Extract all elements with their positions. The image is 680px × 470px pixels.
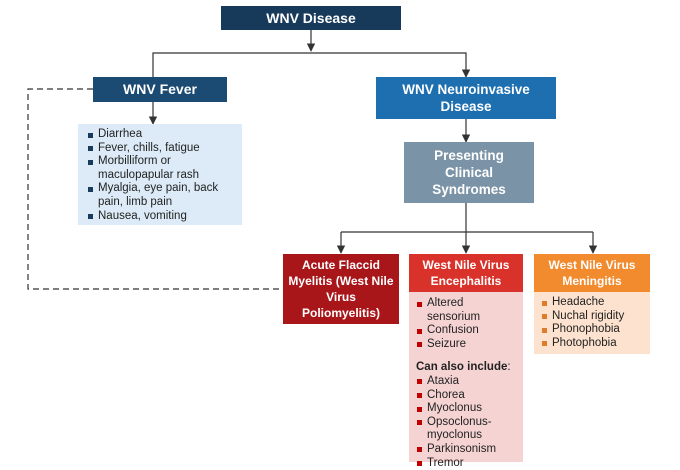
list-item: Headache — [541, 296, 646, 310]
list-item: Parkinsonism — [416, 443, 519, 457]
list-item: Myalgia, eye pain, back pain, limb pain — [87, 182, 236, 209]
list-item: Myoclonus — [416, 402, 519, 416]
list-item: Diarrhea — [87, 128, 236, 142]
root-node-wnv-disease: WNV Disease — [221, 6, 401, 30]
list-item: Phonophobia — [541, 323, 646, 337]
list-item: Ataxia — [416, 375, 519, 389]
list-item: Confusion — [416, 324, 519, 338]
list-item: Morbilliform or maculopapular rash — [87, 155, 236, 182]
list-item: Altered sensorium — [416, 297, 519, 324]
list-item: Opsoclonus-myoclonus — [416, 416, 519, 443]
node-presenting-clinical-syndromes: Presenting Clinical Syndromes — [404, 142, 534, 203]
node-acute-flaccid-myelitis: Acute Flaccid Myelitis (West Nile Virus … — [283, 254, 399, 324]
node-west-nile-virus-meningitis: West Nile Virus Meningitis — [534, 254, 650, 292]
root-branch — [152, 52, 471, 78]
list-item: Seizure — [416, 338, 519, 352]
list-item: Nuchal rigidity — [541, 310, 646, 324]
node-west-nile-virus-encephalitis: West Nile Virus Encephalitis — [409, 254, 523, 292]
node-wnv-fever: WNV Fever — [93, 77, 227, 102]
list-item: Chorea — [416, 389, 519, 403]
list-item: Tremor — [416, 457, 519, 470]
node-wnv-neuroinvasive-disease: WNV Neuroinvasive Disease — [376, 77, 556, 119]
also-include-heading: Can also include: — [416, 361, 511, 374]
dashed-link — [27, 88, 283, 290]
list-item: Nausea, vomiting — [87, 210, 236, 224]
list-item: Photophobia — [541, 337, 646, 351]
list-item: Fever, chills, fatigue — [87, 142, 236, 156]
